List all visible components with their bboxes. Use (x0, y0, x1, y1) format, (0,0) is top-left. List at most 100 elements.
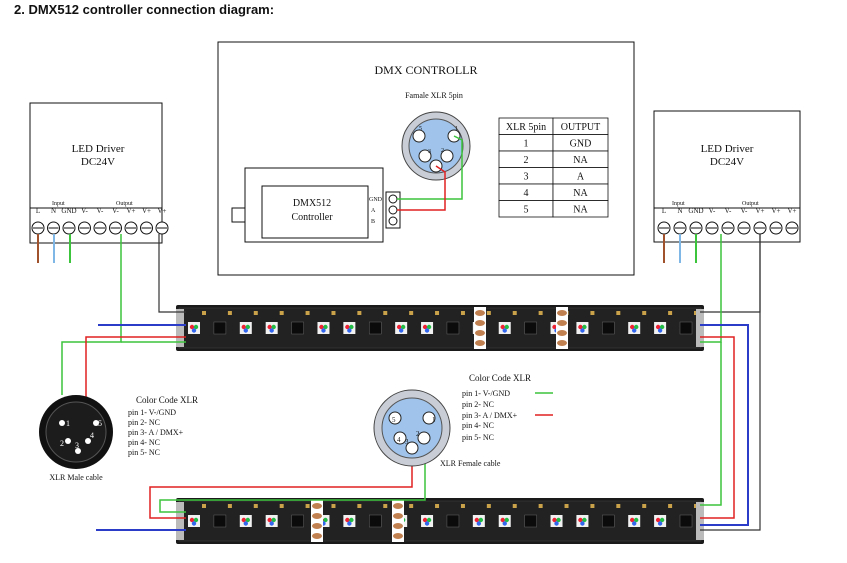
terminal-label: V- (97, 207, 104, 215)
rgb-led (188, 322, 200, 334)
female-pin-1: 1 (432, 416, 436, 424)
solder-pad (475, 330, 485, 336)
controller-label-line2: Controller (291, 212, 333, 223)
mains-wires (37, 234, 697, 263)
rgb-led (343, 322, 356, 334)
terminal-label: V+ (787, 207, 796, 215)
ic-chip (446, 514, 460, 528)
pin-table-cell: 5 (524, 205, 529, 216)
rgb-led (395, 322, 408, 334)
rgb-led (265, 322, 278, 334)
male-pin-2: 2 (60, 439, 64, 448)
controller-title: DMX CONTROLLR (374, 63, 477, 77)
solder-pad (557, 320, 567, 326)
terminal-label: N (51, 207, 56, 215)
rgb-led (498, 322, 511, 334)
svg-text:1: 1 (455, 126, 458, 132)
ic-chip (369, 321, 382, 335)
female-pin-3: 3 (405, 438, 409, 446)
controller-label-line1: DMX512 (293, 198, 331, 209)
rgb-led (188, 515, 200, 527)
ic-chip (524, 321, 537, 335)
ic-chip (602, 514, 615, 528)
left-pin1-line: pin 1- V-/GND (128, 408, 176, 417)
solder-pad (393, 503, 403, 509)
female-pin-4: 4 (397, 436, 401, 444)
pin-table-cell: 4 (524, 188, 529, 199)
terminal-label: V- (709, 207, 716, 215)
solder-pad (557, 340, 567, 346)
terminal-label: GND (688, 207, 703, 215)
rgb-led (550, 515, 563, 527)
pin-table-cell: NA (573, 188, 588, 199)
right-pin4-line: pin 4- NC (462, 421, 494, 430)
strip-wiring (61, 234, 761, 531)
svg-text:5: 5 (419, 126, 422, 132)
ic-chip (213, 514, 227, 528)
dmx-a-wire (397, 165, 446, 211)
solder-pad (393, 523, 403, 529)
dmx512-controller-device: DMX512 Controller GND A B (231, 167, 401, 243)
rgb-led (654, 515, 667, 527)
lower-led-strip (176, 498, 704, 544)
solder-pad (312, 503, 322, 509)
ic-chip (524, 514, 537, 528)
left-pin2-line: pin 2- NC (128, 418, 160, 427)
solder-pad (475, 340, 485, 346)
rgb-led (498, 515, 511, 527)
ic-chip (679, 514, 693, 528)
pin-table-header: XLR 5pin (506, 122, 546, 133)
male-pin-5: 5 (98, 419, 102, 428)
rgb-led (576, 322, 589, 334)
male-pin-3: 3 (75, 441, 79, 450)
ic-chip (446, 321, 460, 335)
svg-text:3: 3 (428, 149, 431, 155)
ic-chip (369, 514, 382, 528)
rgb-led (239, 322, 252, 334)
rgb-led (628, 322, 641, 334)
right-driver-output-label: Output (742, 201, 759, 207)
female-xlr-5pin-label: Famale XLR 5pin (405, 91, 463, 100)
terminal-label: V+ (755, 207, 764, 215)
solder-pad (312, 523, 322, 529)
terminal-label: V+ (142, 207, 151, 215)
female-pin-5: 5 (392, 416, 396, 424)
terminal-label: V+ (157, 207, 166, 215)
male-pin-4: 4 (90, 431, 94, 440)
female-xlr-caption: XLR Female cable (440, 459, 501, 468)
ic-chip (679, 321, 693, 335)
rgb-led (628, 515, 641, 527)
pin-table-cell: A (577, 172, 585, 183)
pin-table-cell: 3 (524, 172, 529, 183)
rgb-led (576, 515, 589, 527)
terminal-label: GND (61, 207, 76, 215)
rgb-led (654, 322, 667, 334)
gnd-wire (397, 135, 463, 200)
ic-chip (213, 321, 227, 335)
terminal-a-label: A (371, 208, 376, 214)
solder-pad (312, 533, 322, 539)
rgb-led (317, 322, 330, 334)
terminal-label: V- (725, 207, 732, 215)
left-pin3-line: pin 3- A / DMX+ (128, 428, 184, 437)
pin-table-cell: NA (573, 155, 588, 166)
right-pin5-line: pin 5- NC (462, 433, 494, 442)
right-pin3-line: pin 3- A / DMX+ (462, 411, 518, 420)
color-code-right: Color Code XLR pin 1- V-/GND pin 2- NC p… (462, 373, 553, 442)
svg-text:2: 2 (441, 148, 444, 154)
terminal-label: V- (741, 207, 748, 215)
right-pin2-line: pin 2- NC (462, 400, 494, 409)
right-driver-title: LED Driver (701, 143, 754, 155)
left-driver-output-label: Output (116, 201, 133, 207)
rgb-led (421, 515, 434, 527)
left-driver-input-label: Input (52, 201, 65, 207)
ic-chip (291, 514, 304, 528)
rgb-led (421, 322, 434, 334)
rgb-led (265, 515, 278, 527)
left-driver-title: LED Driver (72, 143, 125, 155)
ic-chip (602, 321, 615, 335)
